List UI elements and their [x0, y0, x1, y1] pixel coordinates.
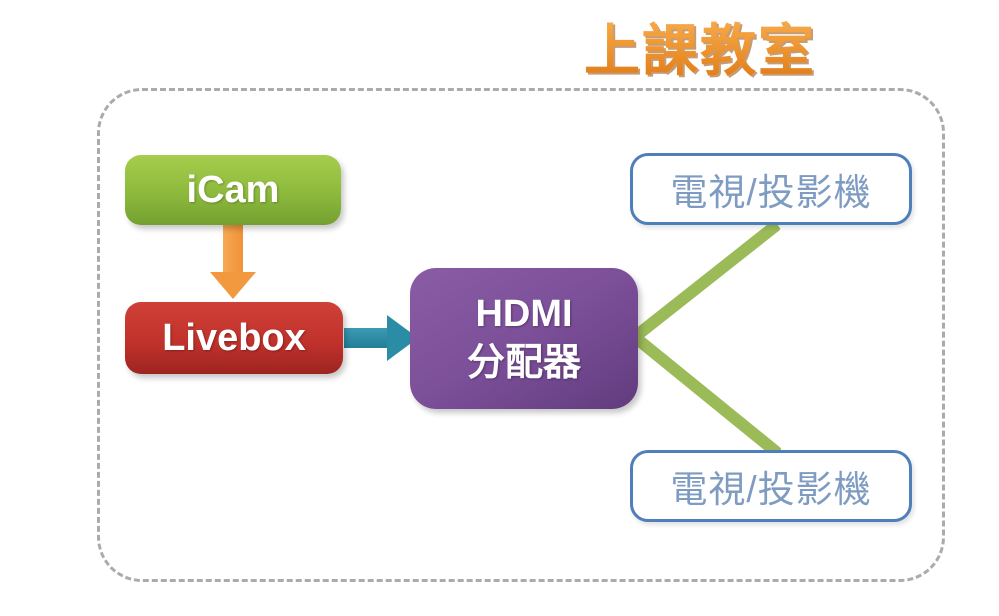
down-arrow-shaft — [223, 225, 243, 273]
node-tv-projector-top: 電視/投影機 — [630, 153, 912, 225]
page-title: 上課教室 — [500, 6, 900, 87]
down-arrow-icon — [210, 225, 256, 299]
right-arrow-icon — [344, 315, 418, 361]
right-arrow-shaft — [344, 328, 388, 348]
node-tv-projector-top-label: 電視/投影機 — [670, 172, 872, 213]
node-icam: iCam — [125, 155, 341, 225]
down-arrow-head — [210, 272, 256, 299]
node-livebox-label: Livebox — [162, 316, 306, 359]
node-tv-projector-bottom-label: 電視/投影機 — [670, 469, 872, 510]
node-livebox: Livebox — [125, 302, 343, 374]
node-icam-label: iCam — [186, 168, 280, 211]
classroom-boundary — [97, 88, 945, 582]
node-hdmi-label-line1: HDMI — [475, 292, 573, 335]
node-hdmi-label-line2: 分配器 — [466, 341, 581, 384]
node-hdmi-splitter: HDMI 分配器 — [410, 268, 638, 409]
node-tv-projector-bottom: 電視/投影機 — [630, 450, 912, 522]
